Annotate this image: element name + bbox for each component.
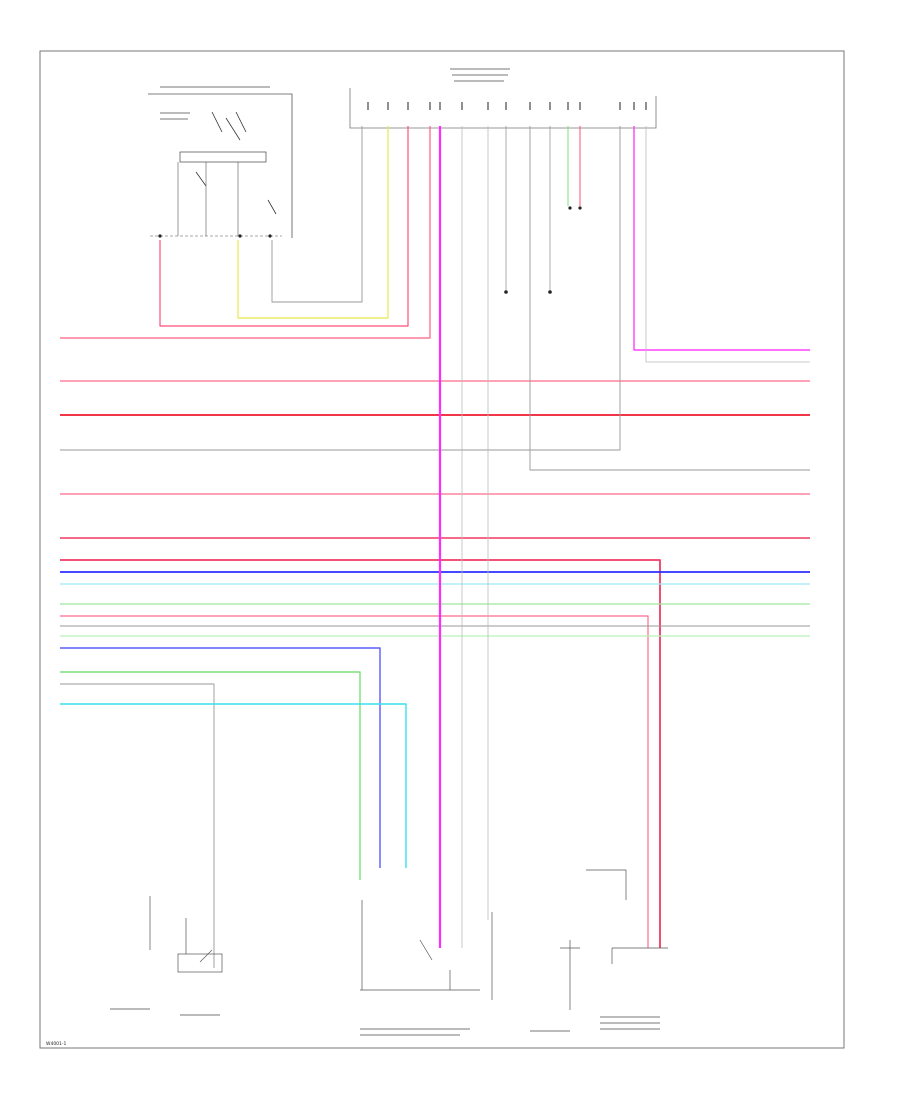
ground-right: [560, 940, 580, 1010]
connector-bottom-right: [611, 947, 668, 964]
junction-block-connector: [349, 88, 657, 129]
wire-gray-row4: [60, 126, 621, 451]
wire-gray-row16: [60, 683, 215, 968]
switch-left: [177, 953, 223, 973]
wire-cyan-row17: [60, 703, 407, 868]
wire-gray-right: [645, 126, 810, 363]
figure-id: W4001-1: [46, 1041, 67, 1047]
wire-pink-row11: [60, 615, 649, 948]
wire-green-row15: [60, 671, 361, 880]
ground-markers: [504, 206, 582, 294]
wire-red-row7: [60, 559, 661, 948]
wire-magenta-right: [633, 126, 810, 351]
wire-gray-switch: [271, 126, 363, 303]
micro-labels: [110, 68, 660, 1036]
wire-pink-row1: [60, 126, 431, 339]
wire-pink-switch: [159, 126, 409, 327]
bottom-components: [149, 869, 668, 1010]
wire-yellow-switch: [237, 126, 389, 319]
page-frame: [39, 50, 845, 1049]
switch-assembly: [148, 93, 293, 238]
switch-center: [360, 900, 480, 991]
wire-blue-row14: [60, 647, 381, 868]
wires: [60, 126, 810, 968]
wire-gray-ground: [529, 126, 810, 471]
